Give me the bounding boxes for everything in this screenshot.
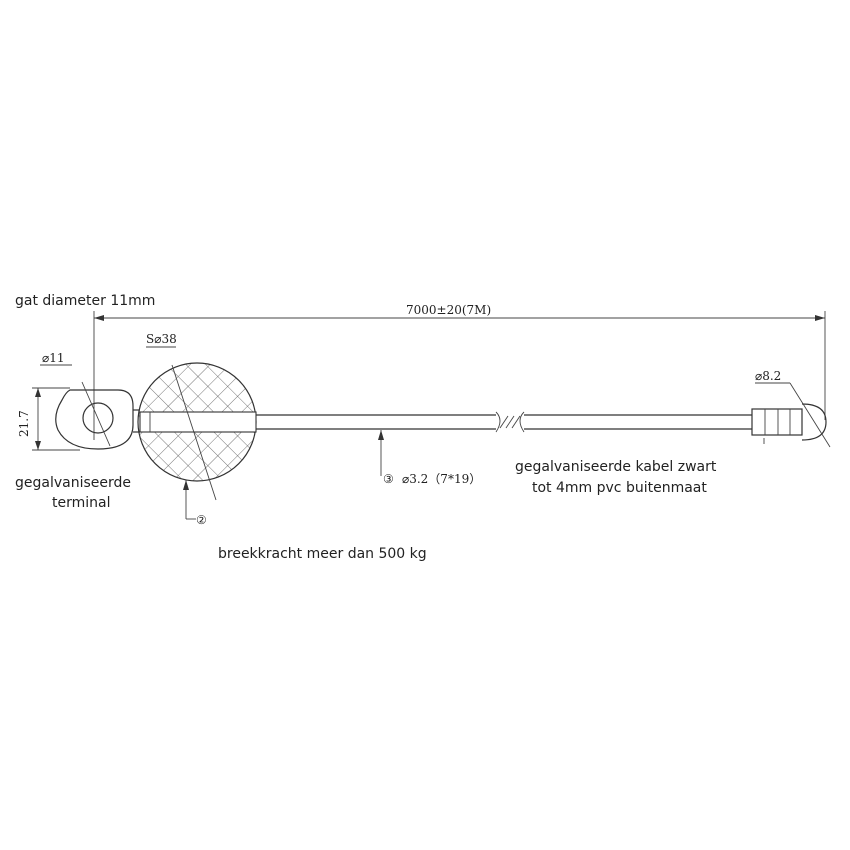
ball: [137, 362, 257, 501]
cable-desc-line2: tot 4mm pvc buitenmaat: [532, 480, 707, 496]
eye-diameter-label: ⌀11: [42, 351, 65, 365]
ball-size-label: S⌀38: [146, 332, 177, 346]
length-dimension: [93, 311, 826, 440]
terminal-label-line2: terminal: [52, 495, 110, 511]
callout-ball-leader: [183, 480, 196, 520]
end-diameter-label: ⌀8.2: [755, 369, 781, 383]
eye-height-dimension: [32, 387, 80, 451]
cable: [256, 411, 752, 433]
total-length-label: 7000±20(7M): [406, 303, 491, 317]
eye-height-label: 21.7: [17, 410, 31, 437]
terminal-label-line1: gegalvaniseerde: [15, 475, 131, 491]
hole-diameter-note: gat diameter 11mm: [15, 293, 155, 309]
callout-cable-number: ③: [383, 472, 394, 486]
terminal-eye: [55, 381, 140, 450]
callout-cable-leader: [378, 430, 384, 476]
breaking-force-label: breekkracht meer dan 500 kg: [218, 546, 427, 562]
cable-spec-label: ⌀3.2（7*19）: [402, 472, 481, 486]
callout-ball-number: ②: [196, 513, 207, 527]
cable-desc-line1: gegalvaniseerde kabel zwart: [515, 459, 717, 475]
end-fitting: [751, 382, 831, 448]
